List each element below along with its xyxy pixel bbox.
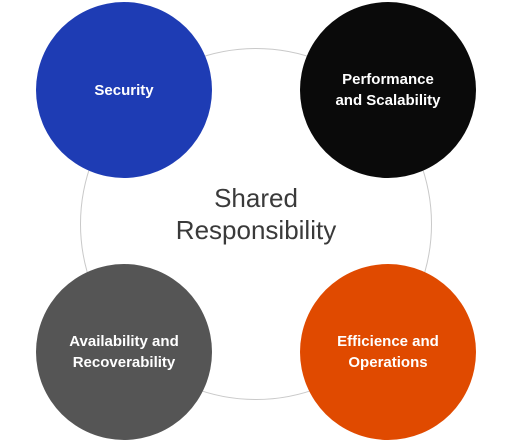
center-title-line-1: Shared	[214, 183, 298, 213]
node-availability-label-line-2: Recoverability	[72, 354, 176, 371]
node-performance-label: Performance and Scalability	[335, 69, 440, 111]
node-efficience-label-line-2: Operations	[348, 354, 428, 371]
node-performance-and-scalability: Performance and Scalability	[300, 2, 476, 178]
node-efficience-and-operations: Efficience and Operations	[300, 264, 476, 440]
node-efficience-label: Efficience and Operations	[337, 331, 439, 373]
connecting-ring	[80, 48, 432, 400]
node-performance-label-line-1: Performance	[342, 71, 434, 88]
node-security-label-line-1: Security	[94, 81, 154, 99]
node-availability-label: Availability and Recoverability	[69, 331, 178, 373]
node-performance-label-line-2: and Scalability	[335, 92, 441, 109]
node-availability-and-recoverability: Availability and Recoverability	[36, 264, 212, 440]
node-efficience-label-line-1: Efficience and	[337, 333, 439, 350]
node-security-label: Security	[94, 80, 153, 101]
center-title-line-2: Responsibility	[175, 215, 337, 245]
node-security: Security	[36, 2, 212, 178]
center-title: Shared Responsibility	[136, 182, 376, 246]
node-availability-label-line-1: Availability and	[69, 333, 179, 350]
